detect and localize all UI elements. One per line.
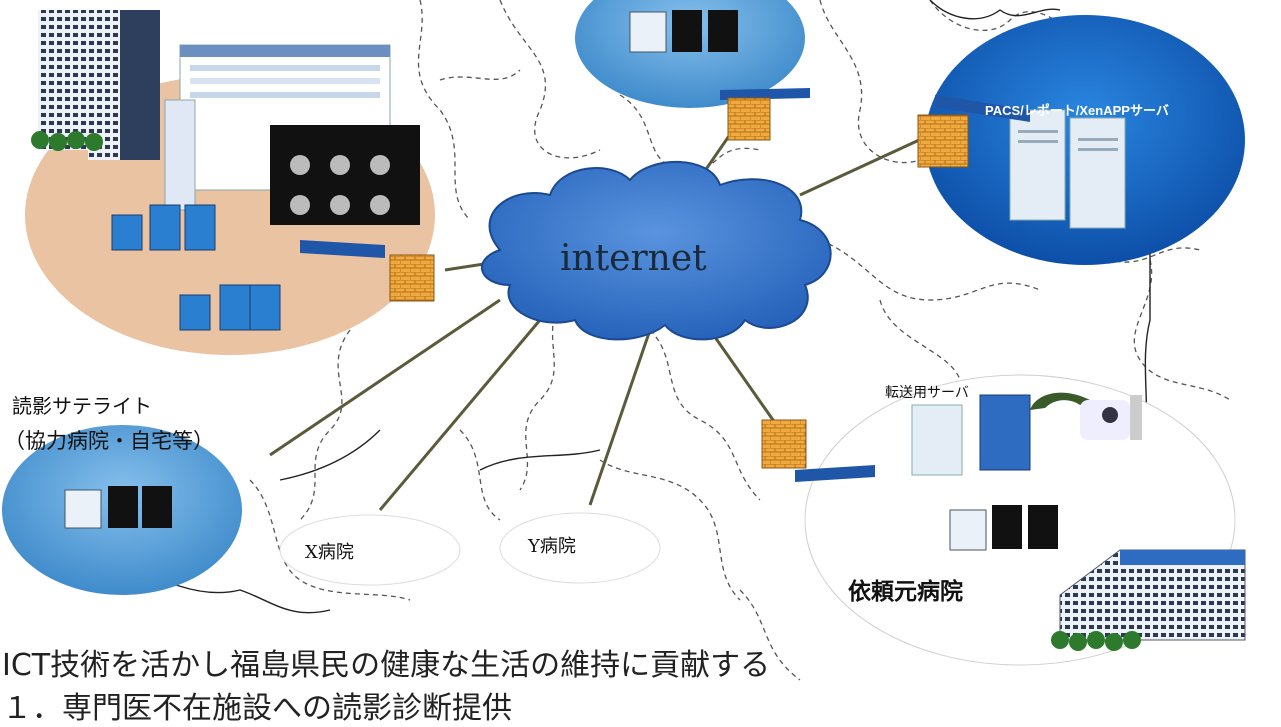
server-rack-icon bbox=[1009, 109, 1126, 229]
y-hospital-ellipse bbox=[499, 512, 661, 584]
router-icon bbox=[300, 240, 385, 258]
pacs-server-label: PACS/レポート/XenAPPサーバ bbox=[985, 103, 1169, 118]
requesting-monitors-icon bbox=[949, 505, 1058, 551]
requesting-hospital-label: 依頼元病院 bbox=[848, 579, 963, 605]
y-hospital-label: Y病院 bbox=[528, 536, 576, 557]
requesting-hospital-building-icon bbox=[1051, 549, 1246, 651]
transfer-server-label: 転送用サーバ bbox=[885, 385, 969, 401]
x-hospital-label: X病院 bbox=[305, 542, 354, 563]
internet-label: internet bbox=[560, 238, 707, 279]
firewall-icon bbox=[761, 419, 807, 469]
top-site-monitors-icon bbox=[629, 10, 738, 53]
network-diagram bbox=[2, 0, 1246, 681]
main-hospital-building-icon bbox=[31, 10, 160, 160]
router-icon bbox=[720, 88, 810, 100]
workstation-monitors-icon bbox=[111, 204, 281, 331]
satellite-label: 読影サテライト bbox=[12, 394, 152, 418]
transfer-server-icon bbox=[911, 394, 1031, 476]
internet-cloud bbox=[480, 160, 832, 341]
firewall-icon bbox=[727, 97, 771, 141]
x-hospital-ellipse bbox=[279, 514, 461, 586]
router-icon bbox=[795, 465, 875, 482]
ct-scanner-icon bbox=[1080, 395, 1142, 440]
caption-line-1: ICT技術を活かし福島県民の健康な生活の維持に貢献する bbox=[2, 648, 771, 683]
satellite-sublabel: （協力病院・自宅等） bbox=[4, 429, 214, 453]
firewall-icon bbox=[389, 254, 435, 302]
firewall-icon bbox=[917, 114, 969, 168]
satellite-monitors-icon bbox=[64, 486, 172, 529]
arrow-icon bbox=[1030, 392, 1090, 410]
software-screens-icon bbox=[164, 44, 420, 225]
router-icon bbox=[935, 95, 1030, 122]
caption-line-2: １．専門医不在施設への読影診断提供 bbox=[2, 691, 512, 726]
